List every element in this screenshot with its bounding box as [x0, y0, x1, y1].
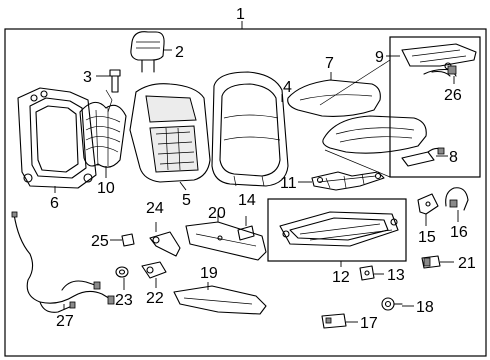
- motor-part-18: [381, 297, 403, 311]
- outer-frame: [4, 28, 487, 357]
- side-shield-part: [173, 285, 267, 315]
- lever-part-24: [149, 231, 181, 257]
- callout-21: 21: [458, 255, 476, 272]
- seatback-cover-part: [211, 71, 289, 187]
- sensor-mat-part: [401, 147, 445, 167]
- seat-pan-part: [401, 43, 477, 77]
- seat-track-frame-part: [279, 211, 399, 247]
- callout-23: 23: [115, 292, 133, 309]
- clip-part-14: [237, 225, 255, 241]
- seat-cushion-pad-part: [322, 115, 427, 154]
- callout-27: 27: [56, 313, 74, 330]
- callout-18: 18: [416, 299, 434, 316]
- callout-24: 24: [146, 200, 164, 217]
- cap-part-25: [121, 233, 135, 247]
- callout-13: 13: [387, 267, 405, 284]
- seatback-frame-part: [17, 87, 97, 189]
- callout-7: 7: [325, 55, 334, 72]
- callout-20: 20: [208, 205, 226, 222]
- grommet-part-23: [115, 266, 129, 278]
- callout-4: 4: [283, 79, 292, 96]
- headrest-part: [130, 31, 165, 73]
- callout-17: 17: [360, 315, 378, 332]
- connector-part-21: [421, 255, 441, 269]
- bolt-part: [109, 69, 121, 93]
- inset-box-9: [389, 36, 481, 178]
- bracket-part-15: [417, 193, 439, 215]
- clip-part-13: [359, 265, 375, 281]
- callout-3: 3: [83, 69, 92, 86]
- pan-harness-part: [423, 65, 457, 77]
- adjuster-linkage-part: [311, 171, 385, 191]
- seatback-cushion-part: [129, 83, 211, 183]
- module-part-17: [321, 313, 347, 329]
- spring-mat-part: [79, 89, 127, 168]
- callout-15: 15: [418, 229, 436, 246]
- callout-2: 2: [175, 44, 184, 61]
- callout-19: 19: [200, 265, 218, 282]
- inset-box-12: [267, 198, 407, 262]
- callout-9: 9: [375, 49, 384, 66]
- callout-25: 25: [91, 233, 109, 250]
- leader-5: [179, 181, 187, 191]
- callout-6: 6: [50, 195, 59, 212]
- callout-1: 1: [236, 6, 245, 23]
- harness-part-16: [445, 187, 469, 211]
- side-trim-part: [185, 221, 267, 261]
- callout-10: 10: [97, 180, 115, 197]
- seat-cushion-cover-part: [287, 79, 381, 117]
- callout-16: 16: [450, 224, 468, 241]
- callout-5: 5: [182, 192, 191, 209]
- callout-22: 22: [146, 290, 164, 307]
- callout-8: 8: [449, 149, 458, 166]
- callout-11: 11: [280, 175, 297, 192]
- callout-12: 12: [332, 269, 350, 286]
- motor-part-22: [141, 261, 167, 279]
- callout-14: 14: [238, 192, 256, 209]
- wire-harness-part: [11, 211, 115, 313]
- callout-26: 26: [444, 87, 462, 104]
